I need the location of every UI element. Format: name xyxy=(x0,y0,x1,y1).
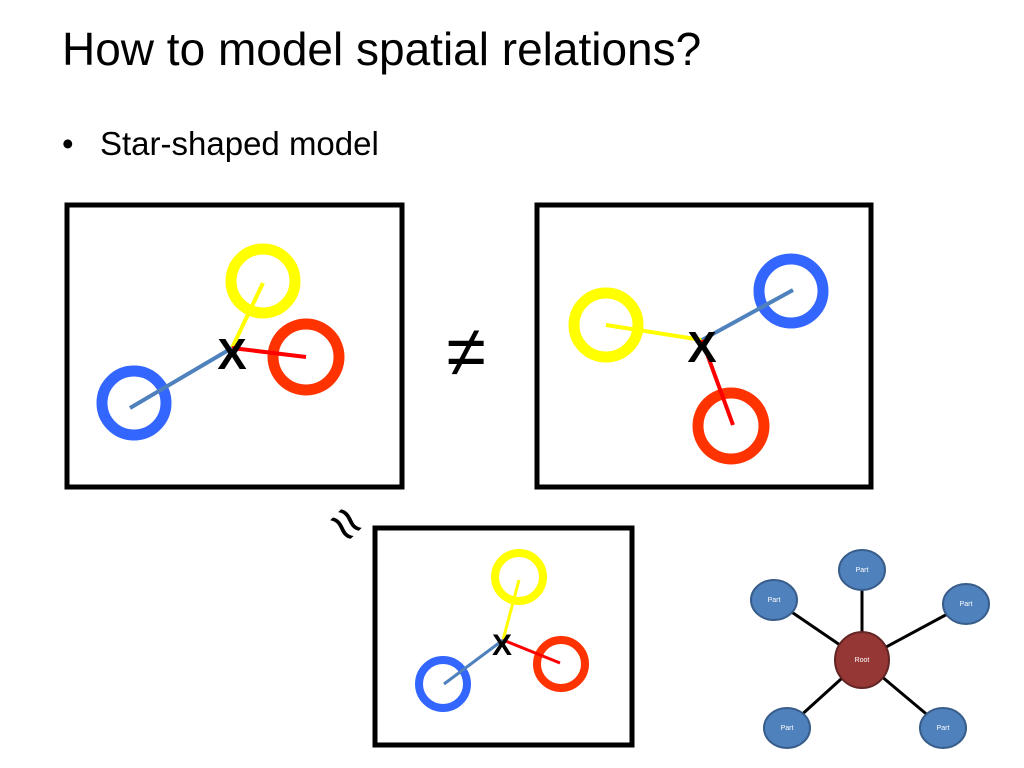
graph-part-node xyxy=(750,579,798,621)
graph-part-node xyxy=(763,707,811,749)
red-part-circle xyxy=(267,318,345,396)
bullet-item: • Star-shaped model xyxy=(62,124,379,164)
blue-part-circle xyxy=(753,253,829,329)
slide-title: How to model spatial relations? xyxy=(62,23,702,75)
bullet-text: Star-shaped model xyxy=(100,125,379,162)
graph-part-label: Part xyxy=(960,601,973,608)
graph-part-node xyxy=(919,707,967,749)
star-graph: Part Part Part Part Part Root xyxy=(750,549,990,749)
blue-edge xyxy=(701,288,794,342)
center-mark: X xyxy=(217,330,246,379)
graph-part-node xyxy=(942,583,990,625)
yellow-part-circle xyxy=(568,287,644,363)
yellow-edge xyxy=(230,282,265,349)
frame-left: X xyxy=(64,202,405,490)
graph-part-node xyxy=(838,549,886,591)
graph-root-node xyxy=(834,631,890,689)
red-part-circle xyxy=(533,636,589,692)
graph-part-label: Part xyxy=(781,725,794,732)
red-edge xyxy=(700,339,735,426)
graph-root-label: Root xyxy=(855,657,870,664)
blue-edge xyxy=(128,346,234,410)
graph-part-label: Part xyxy=(937,725,950,732)
bullet-marker: • xyxy=(62,125,74,162)
blue-part-circle xyxy=(415,656,471,712)
blue-edge xyxy=(443,638,504,686)
red-edge xyxy=(231,346,307,359)
yellow-part-circle xyxy=(491,549,547,605)
red-part-circle xyxy=(692,387,770,465)
yellow-edge xyxy=(605,323,703,342)
frame-bottom: X xyxy=(372,525,635,748)
blue-part-circle xyxy=(96,365,172,441)
frame-right: X xyxy=(534,202,874,490)
red-edge xyxy=(502,638,561,665)
not-equal-sign: ≠ xyxy=(446,312,486,392)
graph-part-label: Part xyxy=(768,597,781,604)
yellow-edge xyxy=(501,579,521,641)
yellow-part-circle xyxy=(225,243,301,319)
approx-equal-sign: ≈ xyxy=(314,490,380,556)
center-mark: X xyxy=(492,629,512,662)
center-mark: X xyxy=(687,323,716,372)
graph-part-label: Part xyxy=(856,567,869,574)
